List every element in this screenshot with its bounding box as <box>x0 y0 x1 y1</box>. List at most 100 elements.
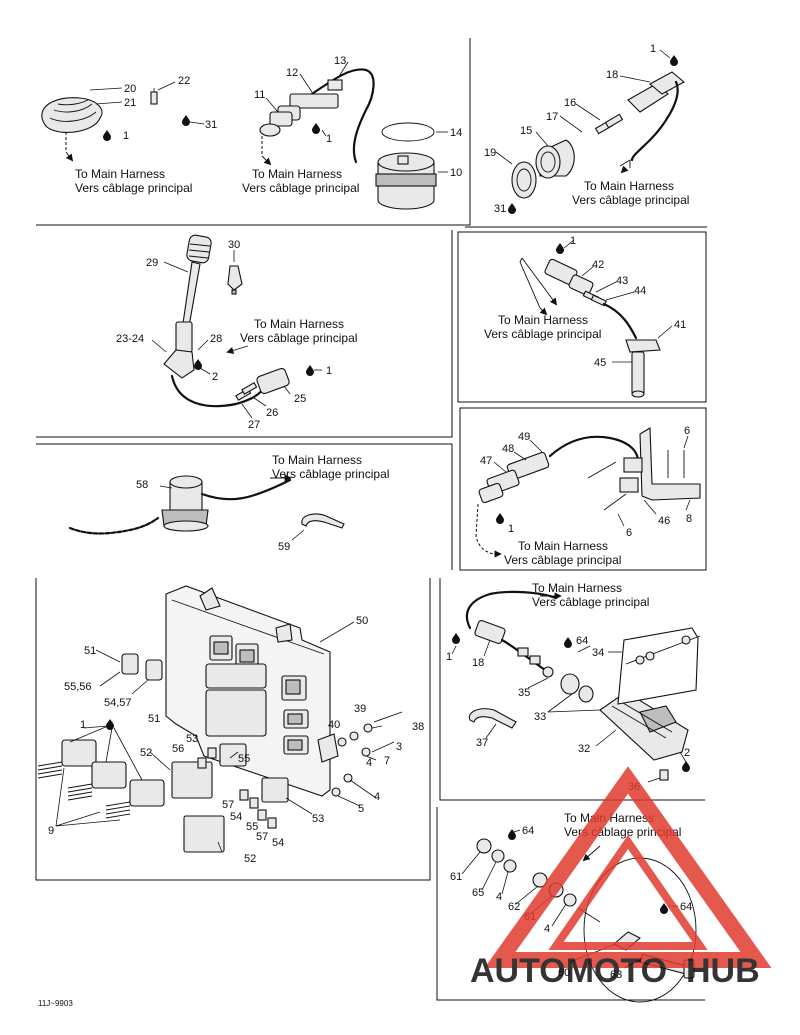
callout-53: 53 <box>186 733 198 745</box>
callout-16: 16 <box>564 97 576 109</box>
callout-54: 54 <box>230 811 242 823</box>
callout-15: 15 <box>520 125 532 137</box>
callout-51: 51 <box>148 713 160 725</box>
caption-fr: Vers câblage principal <box>484 327 601 341</box>
callout-2: 2 <box>212 371 218 383</box>
callout-13: 13 <box>334 55 346 67</box>
callout-1: 1 <box>570 235 576 247</box>
callout-20: 20 <box>124 83 136 95</box>
panel-bracket-harness: 49 48 47 1 6 46 8 6 To Main Harness Vers… <box>475 425 701 567</box>
callout-1: 1 <box>650 43 656 55</box>
caption-en: To Main Harness <box>584 179 674 193</box>
callout-63: 63 <box>610 969 622 981</box>
caption-fr: Vers câblage principal <box>75 181 192 195</box>
caption-en: To Main Harness <box>254 317 344 331</box>
caption-en: To Main Harness <box>518 539 608 553</box>
caption-fr: Vers câblage principal <box>240 331 357 345</box>
callout-39: 39 <box>354 703 366 715</box>
callout-18: 18 <box>606 69 618 81</box>
watermark-logo: AUTOMOTO HUB <box>470 766 772 990</box>
callout-22: 22 <box>178 75 190 87</box>
callout-25: 25 <box>294 393 306 405</box>
callout-46: 46 <box>658 515 670 527</box>
callout-49: 49 <box>518 431 530 443</box>
callout-4: 4 <box>544 923 550 935</box>
caption-en: To Main Harness <box>252 167 342 181</box>
callout-44: 44 <box>634 285 646 297</box>
callout-9: 9 <box>48 825 54 837</box>
callout-64: 64 <box>576 635 588 647</box>
callout-5: 5 <box>358 803 364 815</box>
callout-7: 7 <box>384 755 390 767</box>
callout-37: 37 <box>476 737 488 749</box>
callout-1: 1 <box>508 523 514 535</box>
callout-6: 6 <box>684 425 690 437</box>
callout-62: 62 <box>508 901 520 913</box>
callout-65: 65 <box>472 887 484 899</box>
callout-53: 53 <box>312 813 324 825</box>
panel-throttle-switch: 30 29 28 23-24 2 1 25 26 27 To Main Harn… <box>116 234 357 431</box>
callout-30: 30 <box>228 239 240 251</box>
callout-55: 55 <box>238 753 250 765</box>
callout-38: 38 <box>412 721 424 733</box>
callout-57: 57 <box>222 799 234 811</box>
callout-26: 26 <box>266 407 278 419</box>
callout-31: 31 <box>494 203 506 215</box>
callout-28: 28 <box>210 333 222 345</box>
callout-47: 47 <box>480 455 492 467</box>
callout-4: 4 <box>496 891 502 903</box>
callout-4: 4 <box>366 757 372 769</box>
callout-64: 64 <box>522 825 534 837</box>
caption-fr: Vers câblage principal <box>272 467 389 481</box>
callout-64: 64 <box>680 901 692 913</box>
watermark-triangle-inner <box>548 834 708 950</box>
callout-55-56: 55,56 <box>64 681 92 693</box>
callout-4: 4 <box>374 791 380 803</box>
panel-indicator-lamp: 20 21 22 1 31 To Main Harness Vers câbla… <box>41 75 217 195</box>
callout-48: 48 <box>502 443 514 455</box>
caption-fr: Vers câblage principal <box>532 595 649 609</box>
callout-43: 43 <box>616 275 628 287</box>
callout-54: 54 <box>272 837 284 849</box>
caption-fr: Vers câblage principal <box>572 193 689 207</box>
caption-en: To Main Harness <box>75 167 165 181</box>
watermark-text-automoto: AUTOMOTO <box>470 952 667 990</box>
callout-35: 35 <box>518 687 530 699</box>
callout-52: 52 <box>244 853 256 865</box>
callout-40: 40 <box>328 719 340 731</box>
callout-19: 19 <box>484 147 496 159</box>
callout-59: 59 <box>278 541 290 553</box>
panel-starter-relay: 64 34 1 18 35 33 37 32 2 36 To Main Harn… <box>446 581 701 793</box>
watermark-triangle <box>484 766 772 968</box>
callout-45: 45 <box>594 357 606 369</box>
callout-1: 1 <box>446 651 452 663</box>
caption-en: To Main Harness <box>272 453 362 467</box>
callout-56: 56 <box>172 743 184 755</box>
callout-12: 12 <box>286 67 298 79</box>
callout-60: 60 <box>558 967 570 979</box>
caption-en: To Main Harness <box>532 581 622 595</box>
callout-33: 33 <box>534 711 546 723</box>
callout-55: 55 <box>246 821 258 833</box>
callout-6: 6 <box>626 527 632 539</box>
callout-27: 27 <box>248 419 260 431</box>
callout-58: 58 <box>136 479 148 491</box>
callout-10: 10 <box>450 167 462 179</box>
callout-1: 1 <box>123 130 129 142</box>
panel-sensor: 1 42 43 44 41 45 To Main Harness Vers câ… <box>484 235 686 398</box>
caption-en: To Main Harness <box>498 313 588 327</box>
callout-8: 8 <box>686 513 692 525</box>
callout-1: 1 <box>80 719 86 731</box>
callout-23-24: 23-24 <box>116 333 144 345</box>
caption-fr: Vers câblage principal <box>504 553 621 567</box>
callout-34: 34 <box>592 647 604 659</box>
callout-18: 18 <box>472 657 484 669</box>
callout-51: 51 <box>84 645 96 657</box>
callout-42: 42 <box>592 259 604 271</box>
panel-gauge-connector: 1 18 16 17 15 19 31 To Main Harness Vers… <box>484 43 689 215</box>
callout-3: 3 <box>396 741 402 753</box>
panel-relay-box: 50 51 55,56 54,57 1 51 52 56 53 55 9 57 … <box>37 585 424 865</box>
callout-31: 31 <box>205 119 217 131</box>
callout-54-57: 54,57 <box>104 697 132 709</box>
